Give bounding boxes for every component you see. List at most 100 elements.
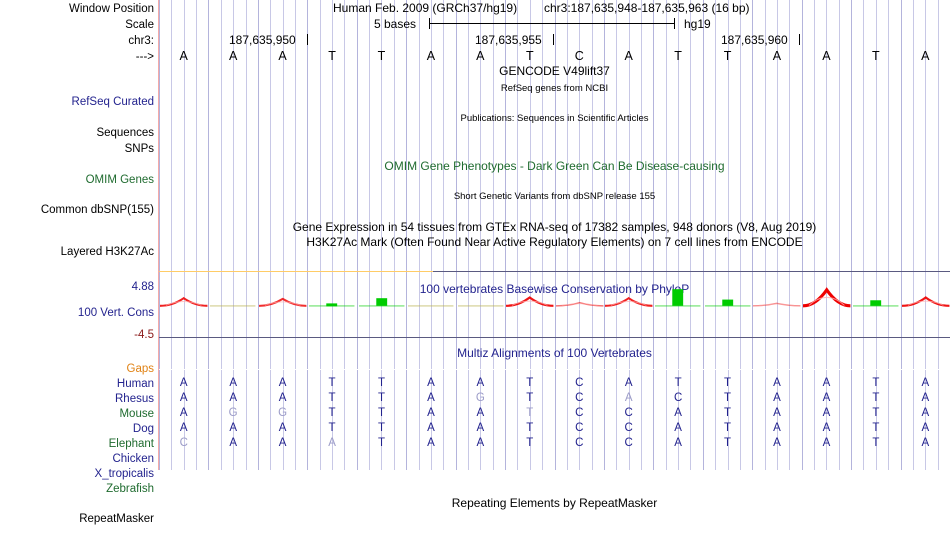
conservation-bar	[802, 272, 851, 337]
species-label-x-tropicalis[interactable]: X_tropicalis	[94, 468, 154, 480]
species-label-elephant[interactable]: Elephant	[108, 438, 154, 450]
track-text-h3k27ac: H3K27Ac Mark (Often Found Near Active Re…	[306, 235, 803, 249]
sequence-base: A	[921, 49, 930, 63]
sequence-base: A	[772, 49, 782, 63]
alignment-base-dog: A	[229, 422, 237, 434]
scale-bar	[429, 18, 675, 29]
grid-line	[777, 0, 778, 470]
scale-bar-tick-left	[429, 18, 430, 29]
conservation-bar	[406, 272, 455, 337]
alignment-base-mouse: A	[427, 407, 435, 419]
species-label-rhesus[interactable]: Rhesus	[115, 393, 154, 405]
grid-line	[468, 0, 469, 470]
grid-line	[888, 0, 889, 470]
coordinate-tick-3	[799, 34, 800, 45]
track-label-snps[interactable]: SNPs	[124, 143, 154, 155]
grid-line	[381, 0, 382, 470]
grid-line	[604, 0, 605, 470]
alignment-base-human: T	[328, 377, 336, 389]
grid-line	[443, 0, 444, 470]
sequence-base: A	[228, 49, 238, 63]
track-label-100-vert-cons[interactable]: 100 Vert. Cons	[77, 307, 154, 319]
alignment-base-elephant: T	[377, 437, 385, 449]
alignment-base-human: A	[624, 377, 633, 389]
alignment-base-mouse: A	[476, 407, 485, 419]
track-label-refseq-curated[interactable]: RefSeq Curated	[71, 96, 154, 108]
grid-line	[789, 0, 790, 470]
grid-line	[666, 0, 667, 470]
conservation-bar	[901, 272, 950, 337]
grid-line	[542, 0, 543, 470]
track-label-sequences[interactable]: Sequences	[96, 127, 154, 139]
alignment-base-dog: T	[377, 422, 385, 434]
alignment-base-human: T	[872, 377, 880, 389]
conservation-bar	[851, 272, 900, 337]
conservation-bar	[555, 272, 604, 337]
track-label-omim-genes[interactable]: OMIM Genes	[85, 174, 154, 186]
sequence-base: A	[179, 49, 188, 63]
grid-line	[901, 0, 902, 470]
alignment-base-mouse: G	[228, 407, 238, 419]
alignment-base-dog: A	[476, 422, 485, 434]
track-text-publications: Publications: Sequences in Scientific Ar…	[460, 113, 649, 124]
grid-line	[431, 0, 432, 470]
position-range: chr3:187,635,948-187,635,963 (16 bp)	[544, 1, 750, 15]
grid-line	[826, 0, 827, 470]
alignment-base-mouse: A	[822, 407, 831, 419]
alignment-base-rhesus: A	[822, 392, 831, 404]
grid-line	[653, 0, 654, 470]
grid-line	[456, 0, 457, 470]
track-text-conservation: 100 vertebrates Basewise Conservation by…	[419, 282, 690, 296]
alignment-base-rhesus: T	[526, 392, 534, 404]
grid-line	[913, 0, 914, 470]
track-label-layered-h3k27ac[interactable]: Layered H3K27Ac	[60, 246, 154, 258]
scale-bar-line	[429, 23, 675, 24]
grid-line	[394, 0, 395, 470]
track-label-common-dbsnp[interactable]: Common dbSNP(155)	[40, 204, 154, 216]
alignment-base-rhesus: A	[427, 392, 435, 404]
grid-line	[567, 0, 568, 470]
coordinate-tick-1	[307, 34, 308, 45]
grid-line	[555, 0, 556, 470]
grid-line	[357, 0, 358, 470]
track-label-gaps[interactable]: Gaps	[126, 363, 155, 375]
alignment-base-rhesus: T	[328, 392, 336, 404]
alignment-base-mouse: T	[328, 407, 336, 419]
species-label-mouse[interactable]: Mouse	[119, 408, 154, 420]
conservation-bar	[159, 272, 208, 337]
scale-label: Scale	[125, 19, 154, 31]
window-position-label: Window Position	[68, 3, 154, 15]
alignment-base-elephant: A	[822, 437, 831, 449]
grid-line	[332, 0, 333, 470]
scale-bar-tick-right	[674, 18, 675, 29]
grid-line	[258, 0, 259, 470]
grid-line	[295, 0, 296, 470]
grid-line	[505, 0, 506, 470]
grid-line	[765, 0, 766, 470]
grid-line	[925, 0, 926, 470]
grid-line	[740, 0, 741, 470]
grid-line	[320, 0, 321, 470]
grid-line	[369, 0, 370, 470]
track-label-repeatmasker[interactable]: RepeatMasker	[79, 513, 154, 525]
alignment-base-human: T	[526, 377, 534, 389]
label-divider	[158, 0, 159, 470]
grid-line	[579, 0, 580, 470]
alignment-base-human: C	[575, 377, 584, 389]
grid-line	[728, 0, 729, 470]
grid-line	[839, 0, 840, 470]
species-label-human[interactable]: Human	[116, 378, 154, 390]
alignment-base-elephant: T	[872, 437, 880, 449]
alignment-base-mouse: T	[377, 407, 385, 419]
alignment-base-human: T	[724, 377, 732, 389]
species-label-dog[interactable]: Dog	[132, 423, 154, 435]
grid-line	[171, 0, 172, 470]
alignment-base-dog: T	[872, 422, 880, 434]
species-label-chicken[interactable]: Chicken	[112, 453, 154, 465]
grid-line	[938, 0, 939, 470]
species-label-zebrafish[interactable]: Zebrafish	[106, 483, 154, 495]
coordinate-tick-2	[553, 34, 554, 45]
alignment-base-rhesus: T	[724, 392, 732, 404]
sequence-base: T	[723, 49, 732, 63]
